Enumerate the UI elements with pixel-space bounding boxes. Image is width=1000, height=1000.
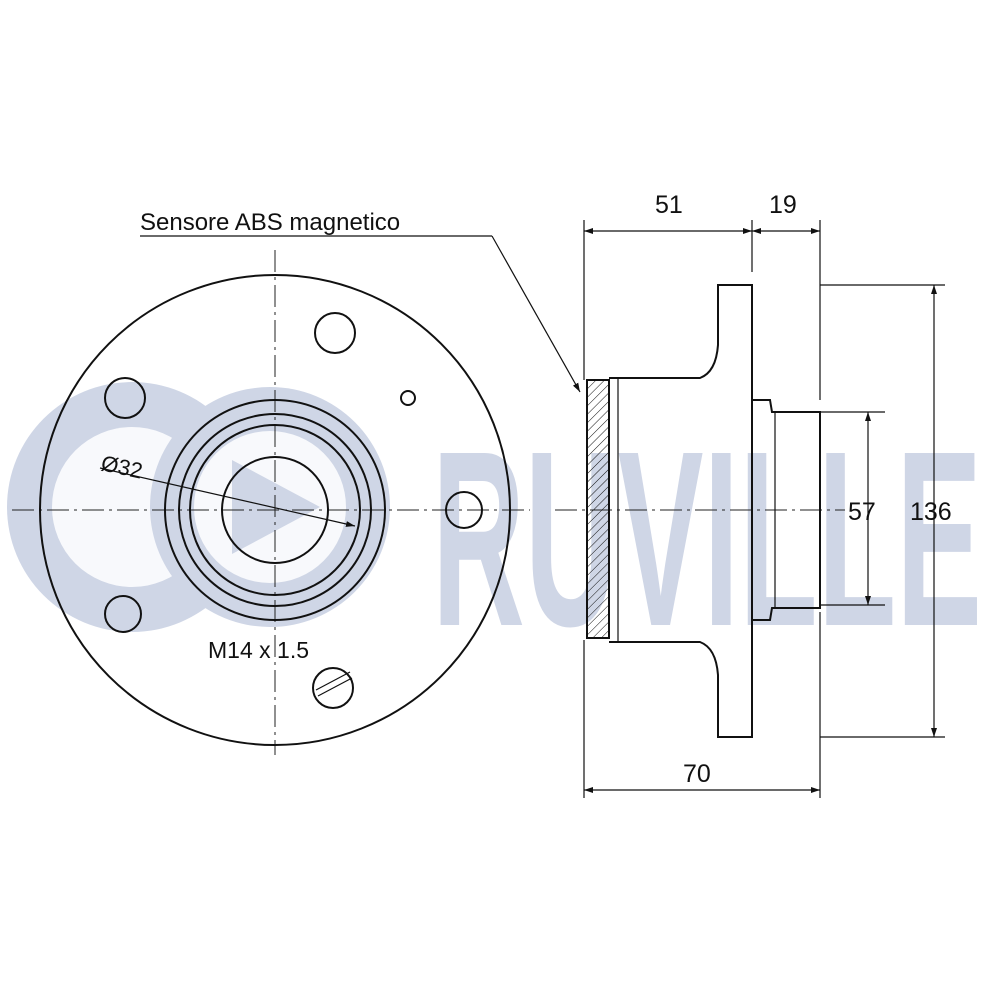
dim-19-label: 19 [769, 191, 797, 219]
side-view [555, 284, 845, 738]
abs-sensor-callout: Sensore ABS magnetico [140, 209, 581, 393]
logo-circle-icon [7, 382, 390, 632]
bearing-inner-ring [189, 424, 361, 596]
watermark-brand: RUVILLE [432, 399, 982, 678]
dim-136-label: 136 [910, 498, 952, 526]
dim-57-label: 57 [848, 498, 876, 526]
threaded-hole [312, 667, 354, 709]
dimension-lines: 51 19 70 57 136 [583, 191, 952, 798]
bolt-hole-1 [314, 312, 356, 354]
dim-70-label: 70 [683, 760, 711, 788]
hub-body-outline [609, 284, 753, 738]
thread-label: M14 x 1.5 [208, 637, 309, 663]
bolt-hole-4 [104, 595, 142, 633]
spigot-outline [752, 399, 821, 621]
abs-ring [586, 379, 610, 639]
bearing-seal-ring [178, 413, 372, 607]
locating-hole [400, 390, 416, 406]
abs-leader [491, 235, 581, 393]
bolt-hole-2 [104, 377, 146, 419]
bore [221, 456, 329, 564]
bore-diameter-leader [99, 467, 356, 527]
flange-outline [39, 274, 511, 746]
front-view: Ø32 M14 x 1.5 [12, 250, 530, 755]
dim-51-label: 51 [655, 191, 683, 219]
bearing-outer-ring [164, 399, 386, 621]
bolt-hole-3 [445, 491, 483, 529]
threaded-hole-mark [317, 677, 353, 697]
abs-sensor-label: Sensore ABS magnetico [140, 209, 400, 236]
